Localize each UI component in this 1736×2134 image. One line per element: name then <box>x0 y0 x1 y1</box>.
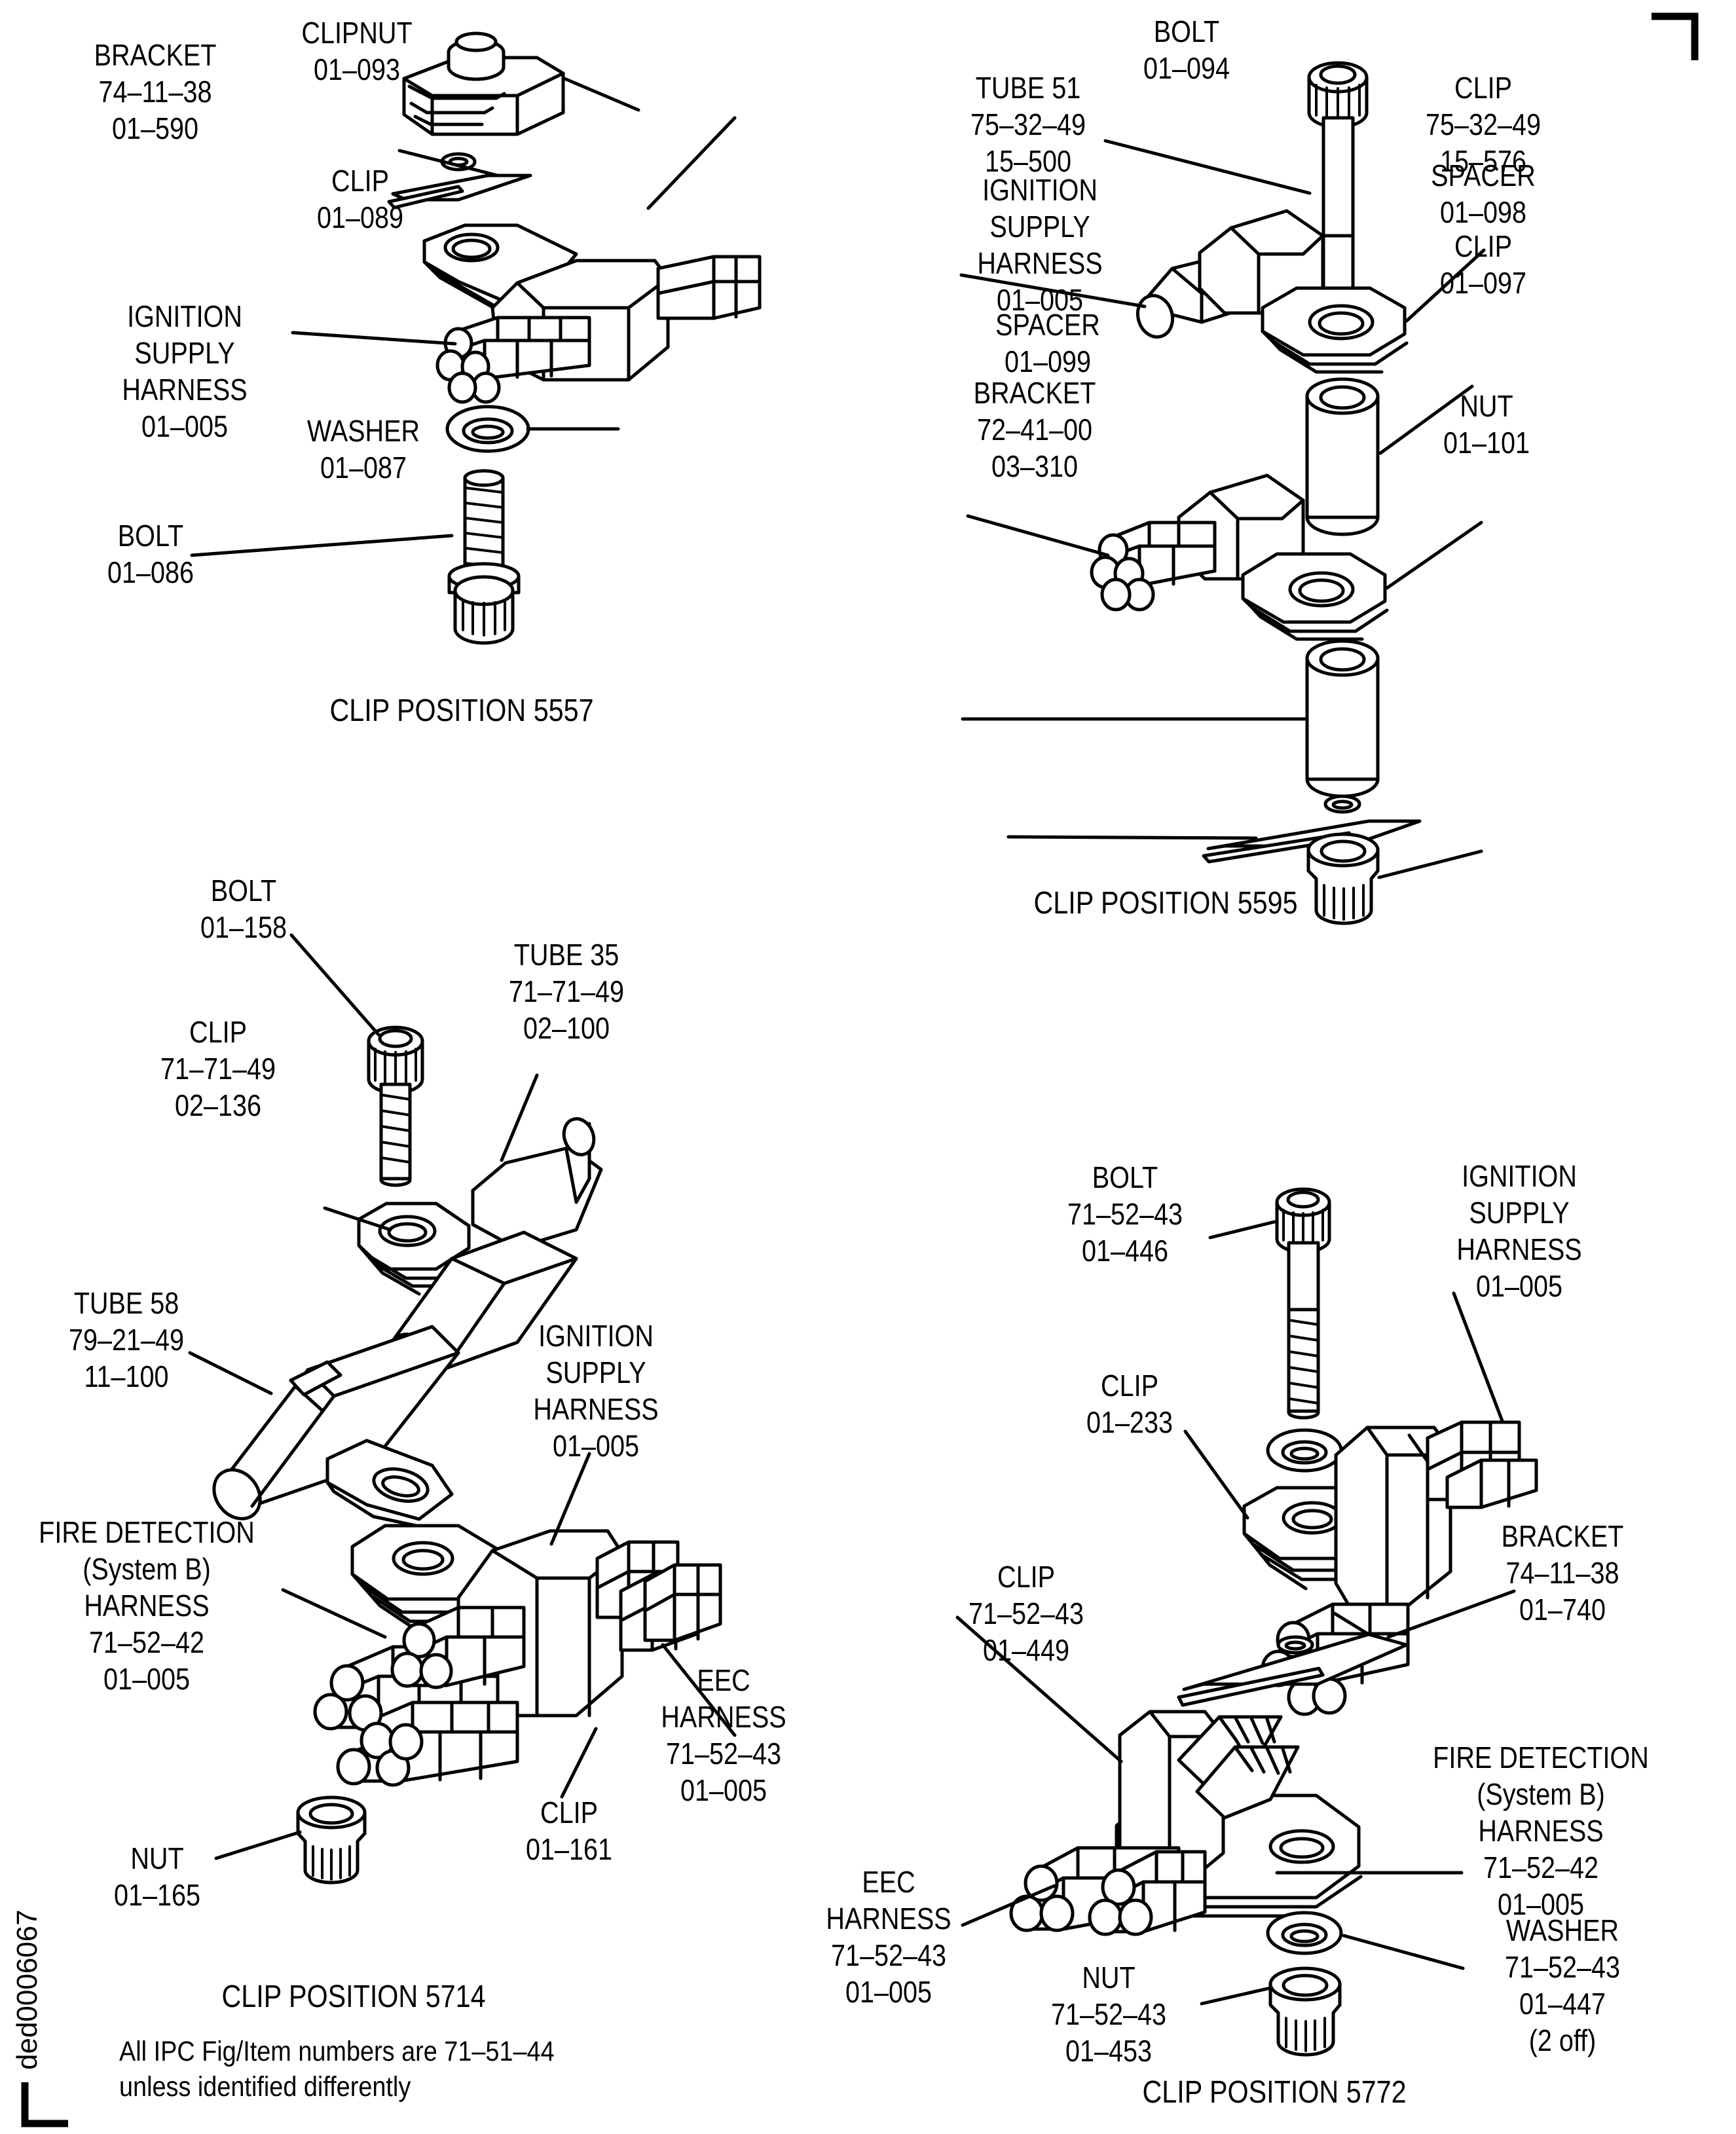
label-clip-upper-5714: CLIP 71–71–49 02–136 <box>160 1015 276 1122</box>
leader-spacer-upper-5595 <box>1378 384 1474 455</box>
leader-bolt-5595 <box>1103 139 1312 195</box>
label-clip-lower-5714: CLIP 01–161 <box>525 1795 613 1866</box>
leader-eec-5772 <box>961 1884 1056 1927</box>
label-tube-35-5714: TUBE 35 71–71–49 02–100 <box>508 938 625 1045</box>
clip-upper-part-5714 <box>357 1202 471 1296</box>
leader-washer-5772 <box>1342 1934 1465 1970</box>
bolt-part-5772 <box>1275 1187 1331 1420</box>
leader-clipnut-5557 <box>563 77 640 112</box>
label-clip-lower-5772: CLIP 71–52–43 01–449 <box>968 1560 1084 1667</box>
ipc-note: All IPC Fig/Item numbers are 71–51–44 un… <box>119 2036 555 2103</box>
label-bracket-5557: BRACKET 74–11–38 01–590 <box>94 38 217 145</box>
leader-bolt-5557 <box>190 534 454 557</box>
label-nut-5595: NUT 01–101 <box>1443 389 1530 460</box>
leader-clip-lower-5595 <box>1385 521 1483 590</box>
label-eec-harness-5714: EEC HARNESS 71–52–43 01–005 <box>661 1663 786 1807</box>
label-bolt-5557: BOLT 01–086 <box>107 519 194 589</box>
leader-bracket-5772 <box>1386 1589 1516 1639</box>
nut-part-5714 <box>296 1795 367 1885</box>
label-bracket-5595: BRACKET 72–41–00 03–310 <box>973 376 1096 483</box>
harness-bundle-5714 <box>313 1540 722 1787</box>
label-fire-detection-harness-5714: FIRE DETECTION (System B) HARNESS 71–52–… <box>39 1515 255 1696</box>
clipnut-part <box>402 31 565 136</box>
label-spacer-lower-5595: SPACER 01–099 <box>995 308 1100 378</box>
label-eec-harness-5772: EEC HARNESS 71–52–43 01–005 <box>826 1865 951 2009</box>
label-spacer-upper-5595: SPACER 01–098 <box>1431 158 1536 229</box>
caption-clip-position-5772: CLIP POSITION 5772 <box>1142 2075 1407 2110</box>
corner-mark-bottom-left <box>21 2082 68 2127</box>
nut-part-5772 <box>1268 1966 1342 2057</box>
caption-clip-position-5595: CLIP POSITION 5595 <box>1033 886 1298 921</box>
bracket-part-5772 <box>1177 1611 1409 1707</box>
clip-upper-part-5595 <box>1198 209 1409 374</box>
leader-clip-5557 <box>646 116 737 210</box>
label-clip-upper-5772: CLIP 01–233 <box>1086 1369 1173 1439</box>
caption-clip-position-5714: CLIP POSITION 5714 <box>221 1979 486 2014</box>
label-clip-upper-5595: CLIP 75–32–49 15–576 <box>1425 71 1542 178</box>
leader-bracket-5557 <box>397 149 500 177</box>
leader-fire-detection-5714 <box>281 1588 387 1639</box>
figure-id: ded0006067 <box>11 1909 43 2070</box>
label-ignition-supply-harness-5557: IGNITION SUPPLY HARNESS 01–005 <box>122 299 248 443</box>
leader-tube35-5714 <box>500 1073 539 1162</box>
label-ignition-supply-harness-5714: IGNITION SUPPLY HARNESS 01–005 <box>533 1319 659 1463</box>
washer-upper-part-5772 <box>1266 1428 1343 1473</box>
caption-clip-position-5557: CLIP POSITION 5557 <box>329 693 594 728</box>
leader-bolt-5714 <box>289 933 380 1037</box>
washer-part-5557 <box>445 405 530 453</box>
label-clip-5557: CLIP 01–089 <box>316 164 404 234</box>
label-bracket-5772: BRACKET 74–11–38 01–740 <box>1501 1519 1624 1627</box>
label-clip-lower-5595: CLIP 01–097 <box>1439 229 1527 300</box>
label-ignition-supply-harness-5595: IGNITION SUPPLY HARNESS 01–005 <box>977 173 1103 317</box>
label-bolt-5772: BOLT 71–52–43 01–446 <box>1067 1160 1183 1268</box>
leader-harness-5772 <box>1452 1291 1504 1423</box>
bolt-part-5714 <box>367 1025 424 1187</box>
label-ignition-supply-harness-5772: IGNITION SUPPLY HARNESS 01–005 <box>1456 1159 1582 1303</box>
leader-tube58-5714 <box>188 1351 273 1395</box>
leader-harness-5595 <box>966 514 1110 557</box>
label-washer-5772: WASHER 71–52–43 01–447 (2 off) <box>1504 1913 1621 2057</box>
washer-lower-part-5772 <box>1266 1911 1343 1955</box>
leader-nut-5714 <box>214 1830 302 1860</box>
bolt-part-5557 <box>447 469 521 645</box>
ignition-supply-harness-5595 <box>1090 473 1389 641</box>
label-nut-5772: NUT 71–52–43 01–453 <box>1050 1960 1167 2068</box>
leader-bolt-5772 <box>1208 1220 1276 1240</box>
label-bolt-5714: BOLT 01–158 <box>200 874 287 944</box>
label-tube-51-5595: TUBE 51 75–32–49 15–500 <box>970 71 1086 178</box>
nut-part-5595 <box>1306 832 1380 925</box>
label-clipnut-5557: CLIPNUT 01–093 <box>301 16 413 86</box>
clip-lower-part-5772 <box>1009 1710 1363 1936</box>
label-washer-5557: WASHER 01–087 <box>306 414 420 485</box>
bolt-part-5595 <box>1307 61 1369 310</box>
leader-clip-lower-5714 <box>560 1727 598 1799</box>
label-bolt-5595: BOLT 01–094 <box>1143 14 1230 85</box>
leader-harness-5714 <box>549 1452 591 1546</box>
spacer-upper-part <box>1305 377 1380 536</box>
leader-clip-upper-5595 <box>1405 248 1486 323</box>
leader-nut-5595 <box>1377 849 1483 879</box>
label-tube-58-5714: TUBE 58 79–21–49 11–100 <box>68 1286 185 1393</box>
leader-clip-lower-5772 <box>955 1615 1123 1763</box>
ignition-supply-harness-bundle-5557 <box>435 255 762 404</box>
leader-tube51-5595 <box>959 273 1147 308</box>
leader-harness-5557 <box>291 331 457 346</box>
label-nut-5714: NUT 01–165 <box>113 1841 201 1912</box>
bracket-part-5557 <box>387 152 532 210</box>
tube-58-part <box>212 1325 460 1529</box>
spacer-lower-part <box>1305 639 1380 798</box>
leader-clip-upper-5714 <box>323 1206 392 1232</box>
leader-bracket-5595 <box>1007 835 1258 840</box>
label-fire-detection-harness-5772: FIRE DETECTION (System B) HARNESS 71–52–… <box>1433 1740 1649 1921</box>
corner-mark-top-right <box>1652 12 1699 60</box>
leader-clip-upper-5772 <box>1183 1429 1249 1520</box>
leader-eec-5714 <box>661 1643 737 1737</box>
leader-nut-5772 <box>1200 1986 1272 2006</box>
